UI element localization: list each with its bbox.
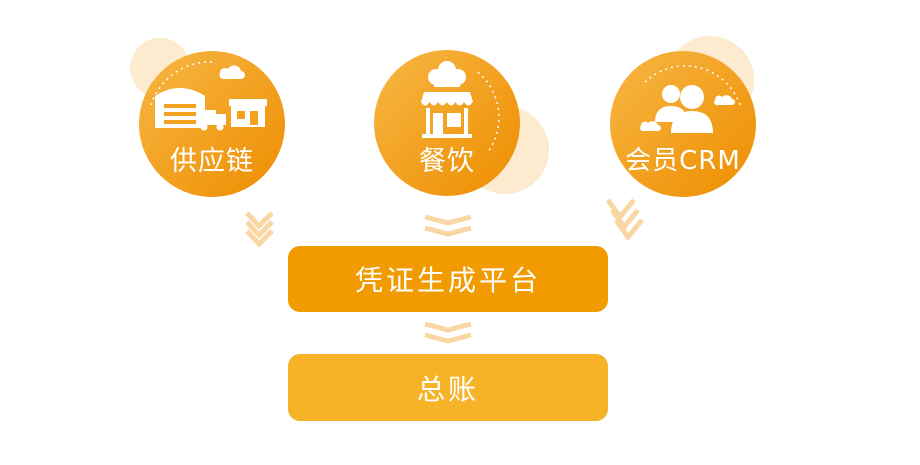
arrow-supply-to-platform (245, 211, 274, 248)
arrow-platform-to-ledger (424, 321, 472, 344)
warehouse-truck-icon (155, 88, 267, 131)
general-ledger-box: 总账 (288, 354, 608, 421)
node-crm (610, 51, 756, 197)
node-supply-chain (139, 51, 285, 197)
arrow-dining-to-platform (424, 214, 472, 237)
voucher-platform-label: 凭证生成平台 (354, 264, 541, 297)
node-dining-label: 餐饮 (419, 146, 475, 177)
arrow-crm-to-platform (605, 198, 644, 242)
chef-hat-storefront-icon (421, 61, 473, 138)
cloud-icon (714, 95, 735, 106)
cloud-icon (640, 121, 661, 132)
voucher-platform-box: 凭证生成平台 (288, 246, 608, 312)
node-supply-label: 供应链 (170, 146, 254, 177)
people-icon (655, 85, 713, 133)
general-ledger-label: 总账 (416, 372, 479, 406)
cloud-icon (219, 65, 245, 79)
node-dining (374, 50, 520, 196)
node-crm-label: 会员CRM (625, 146, 741, 176)
